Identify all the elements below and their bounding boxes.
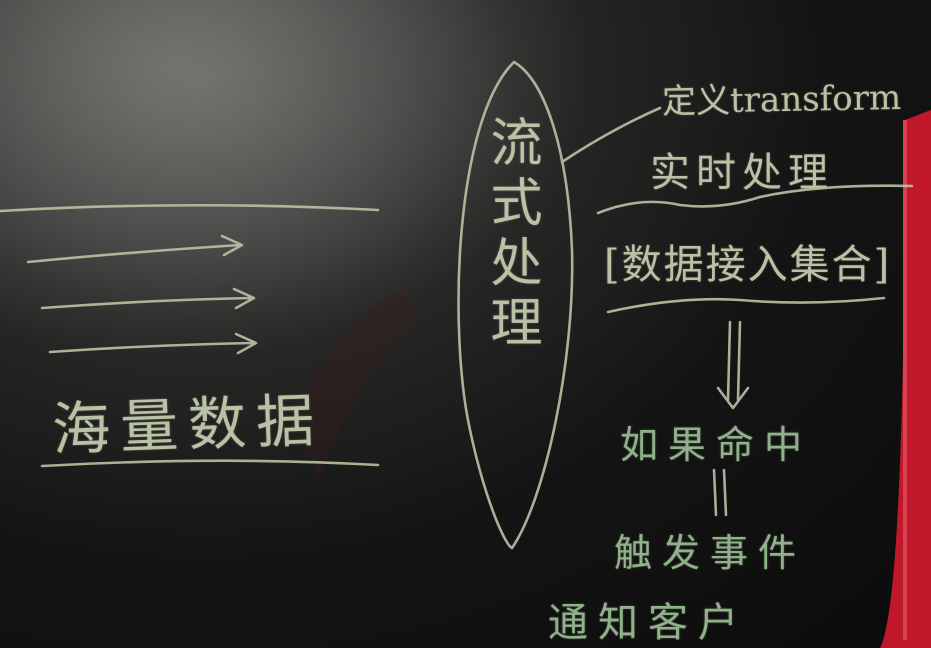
connector-line <box>560 106 662 164</box>
wavy-underline-1 <box>596 184 914 215</box>
transform-note: 定义transform <box>661 77 902 123</box>
stream-lens <box>457 60 574 550</box>
arrow-3 <box>48 332 258 355</box>
realtime-note: 实时处理 <box>650 150 834 196</box>
top-line <box>0 203 380 213</box>
left-label: 海量数据 <box>51 386 326 464</box>
step-notify: 通知客户 <box>548 600 748 646</box>
arrow-1 <box>26 234 244 264</box>
down-arrow-1 <box>716 320 750 410</box>
arrow-2 <box>40 287 256 310</box>
step-trigger: 触发事件 <box>614 531 807 575</box>
bottom-line <box>40 459 380 468</box>
down-arrow-2 <box>712 468 728 517</box>
bracket-note: [数据接入集合] <box>604 242 892 288</box>
wavy-underline-2 <box>606 296 886 314</box>
step-hit: 如果命中 <box>620 423 813 467</box>
center-label: 流式处理 <box>481 115 541 355</box>
